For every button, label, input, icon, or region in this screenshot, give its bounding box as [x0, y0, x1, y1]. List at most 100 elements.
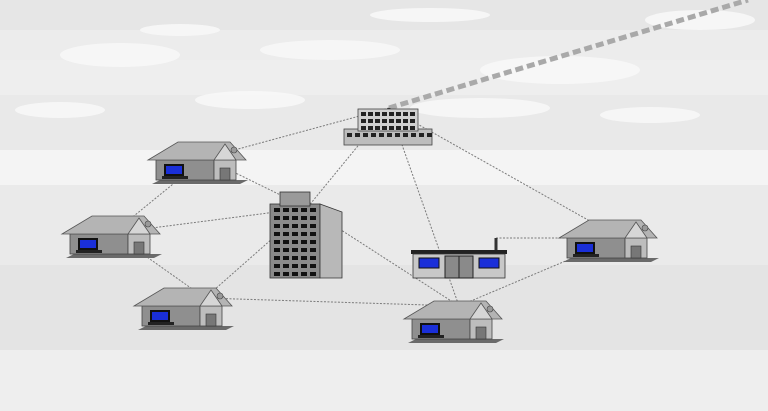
house-2-node	[60, 215, 162, 258]
tower-window	[274, 232, 280, 236]
house-5-node	[402, 300, 504, 343]
tower-window	[292, 232, 298, 236]
office-window	[410, 119, 415, 123]
satellite-dish	[216, 292, 224, 300]
tower-window	[274, 208, 280, 212]
house-gable	[127, 217, 151, 235]
keyboard-icon	[573, 254, 599, 257]
tower-top	[279, 191, 311, 207]
computer-screen	[577, 244, 593, 252]
shop-window	[478, 257, 500, 269]
shop-awning	[411, 250, 507, 254]
office-window	[371, 133, 376, 137]
office-window	[396, 119, 401, 123]
office-window	[382, 119, 387, 123]
keyboard-icon	[76, 250, 102, 253]
office-window	[375, 112, 380, 116]
tower-window	[274, 256, 280, 260]
cloud	[480, 56, 640, 84]
tower-window	[301, 240, 307, 244]
tower-window	[292, 208, 298, 212]
office-window	[368, 112, 373, 116]
office-window	[382, 112, 387, 116]
office-window	[389, 126, 394, 130]
computer-screen	[166, 166, 182, 174]
computer-screen	[80, 240, 96, 248]
tower-window	[292, 256, 298, 260]
link-line	[204, 297, 460, 307]
house-base	[408, 339, 504, 343]
tower-window	[310, 240, 316, 244]
keyboard-icon	[418, 335, 444, 338]
cloud	[600, 107, 700, 123]
house-3-node	[557, 219, 659, 262]
house-gable	[624, 221, 648, 239]
house-gable	[213, 143, 237, 161]
sky-band	[0, 150, 768, 185]
tower-window	[301, 208, 307, 212]
tower-window	[283, 248, 289, 252]
office-window	[389, 112, 394, 116]
cloud	[195, 91, 305, 109]
tower-window	[274, 248, 280, 252]
cloud	[140, 24, 220, 36]
tower-window	[283, 208, 289, 212]
house-door	[219, 167, 231, 181]
satellite-dish	[230, 146, 238, 154]
office-window	[375, 126, 380, 130]
cloud	[370, 8, 490, 22]
tower-window	[274, 224, 280, 228]
office-window	[396, 126, 401, 130]
satellite-dish	[641, 224, 649, 232]
tower-window	[283, 240, 289, 244]
satellite-dish	[486, 305, 494, 313]
office-window	[403, 133, 408, 137]
office-window	[347, 133, 352, 137]
house-base	[563, 258, 659, 262]
tower-window	[283, 264, 289, 268]
office-window	[403, 126, 408, 130]
tower-window	[310, 232, 316, 236]
house-base	[152, 180, 248, 184]
sky-band	[0, 350, 768, 411]
office-window	[387, 133, 392, 137]
office-window	[368, 126, 373, 130]
office-upper-block	[357, 108, 419, 132]
tower-window	[292, 248, 298, 252]
sky-band	[0, 265, 768, 350]
tower-window	[292, 216, 298, 220]
tower-window	[310, 272, 316, 276]
tower-window	[310, 264, 316, 268]
office-window	[396, 112, 401, 116]
tower-window	[274, 272, 280, 276]
tower-window	[292, 240, 298, 244]
tower-window	[292, 224, 298, 228]
tower-window	[283, 256, 289, 260]
cloud	[15, 102, 105, 118]
keyboard-icon	[162, 176, 188, 179]
office-window	[410, 126, 415, 130]
office-window	[375, 119, 380, 123]
office-window	[368, 119, 373, 123]
house-door	[630, 245, 642, 259]
computer-screen	[152, 312, 168, 320]
apartment-tower-node	[269, 191, 343, 279]
house-door	[133, 241, 145, 255]
uplink-line	[388, 0, 749, 111]
office-window	[382, 126, 387, 130]
tower-window	[292, 264, 298, 268]
satellite-dish	[144, 220, 152, 228]
house-1-node	[146, 141, 248, 184]
house-door	[205, 313, 217, 327]
tower-window	[301, 224, 307, 228]
tower-side	[319, 203, 343, 279]
office-window	[363, 133, 368, 137]
cloud	[260, 40, 400, 60]
cloud	[60, 43, 180, 67]
tower-window	[310, 248, 316, 252]
office-window	[379, 133, 384, 137]
tower-window	[283, 272, 289, 276]
office-window	[419, 133, 424, 137]
